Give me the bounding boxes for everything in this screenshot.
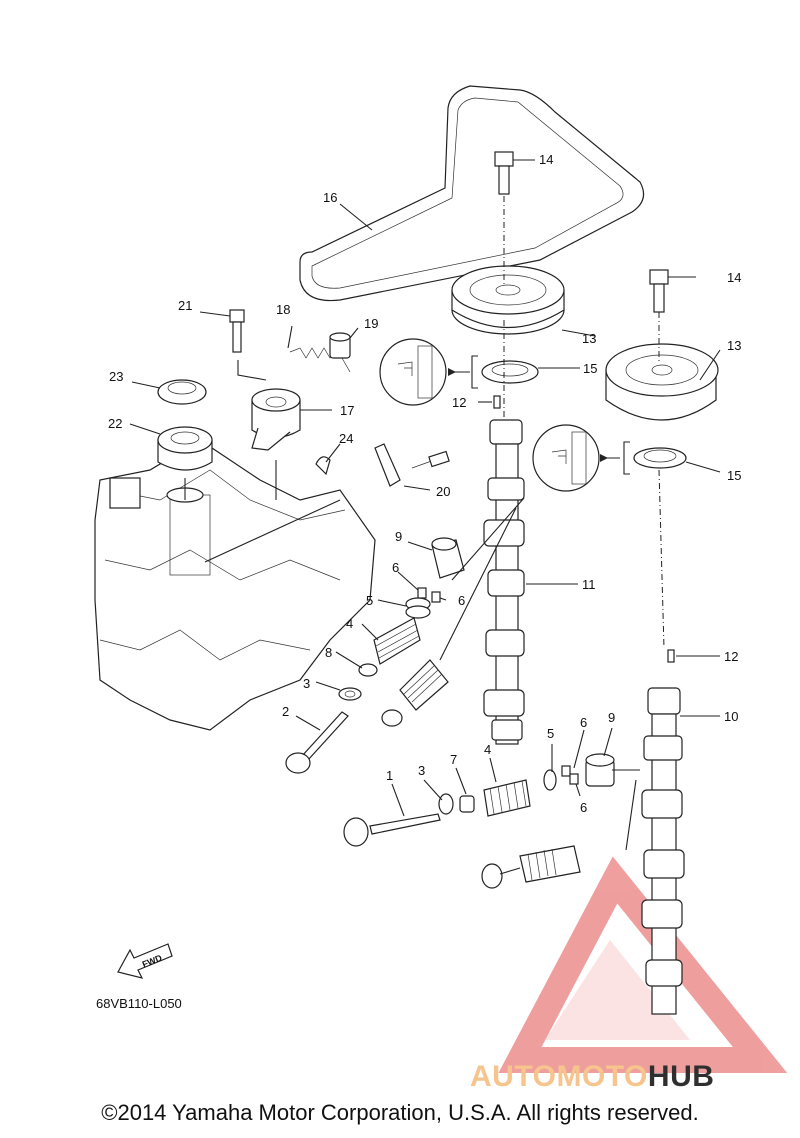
part-14-bolt-right (649, 269, 669, 313)
seal-detail-right (532, 424, 630, 492)
callout-19: 19 (364, 316, 378, 331)
callout-7: 7 (450, 752, 457, 767)
callout-3: 3 (418, 763, 425, 778)
callout-6: 6 (392, 560, 399, 575)
leader-lines (129, 159, 721, 817)
part-13-pulley-right (605, 343, 719, 421)
part-1-valve-lower (343, 813, 441, 847)
callout-18: 18 (276, 302, 290, 317)
fwd-arrow-icon: FWD (117, 943, 173, 979)
valve-assembly-upper (381, 659, 449, 727)
watermark-text-part2: HUB (647, 1060, 715, 1093)
timing-belt (299, 85, 645, 302)
part-10-camshaft-right (641, 687, 685, 1015)
watermark-logo: AUTOMOTOHUB (470, 1060, 714, 1094)
callout-8: 8 (325, 645, 332, 660)
callout-21: 21 (178, 298, 192, 313)
callout-1: 1 (386, 768, 393, 783)
part-12-pin-right (667, 649, 675, 663)
callout-14: 14 (727, 270, 741, 285)
part-19-sleeve (329, 332, 351, 359)
callout-10: 10 (724, 709, 738, 724)
cylinder-head-block (94, 439, 376, 731)
part-23-nut (157, 379, 207, 405)
watermark-triangle (498, 856, 788, 1073)
callout-3: 3 (303, 676, 310, 691)
part-5-retainer-lower (543, 769, 557, 791)
callout-4: 4 (484, 742, 491, 757)
callout-9: 9 (608, 710, 615, 725)
callout-4: 4 (346, 616, 353, 631)
callout-6: 6 (458, 593, 465, 608)
part-3-washer-upper (338, 687, 362, 701)
callout-23: 23 (109, 369, 123, 384)
callout-6: 6 (580, 800, 587, 815)
part-12-pin-left (493, 395, 501, 409)
part-4-spring-lower (483, 779, 531, 817)
callout-12: 12 (724, 649, 738, 664)
callout-13: 13 (582, 331, 596, 346)
callout-24: 24 (339, 431, 353, 446)
part-22-gear (157, 426, 213, 471)
part-7-guide (459, 795, 475, 813)
callout-15: 15 (583, 361, 597, 376)
center-lines (184, 196, 665, 851)
part-17-tensioner (251, 388, 301, 451)
valve-assembly-lower (481, 845, 581, 889)
callout-17: 17 (340, 403, 354, 418)
callout-15: 15 (727, 468, 741, 483)
part-5-retainer-upper (405, 597, 431, 619)
part-6-cotter-lower (561, 765, 579, 785)
callout-20: 20 (436, 484, 450, 499)
part-9-lifter-upper (431, 537, 465, 579)
part-13-pulley-left (451, 265, 565, 335)
callout-9: 9 (395, 529, 402, 544)
callout-2: 2 (282, 704, 289, 719)
part-15-seal-right (633, 447, 687, 469)
copyright-footer: ©2014 Yamaha Motor Corporation, U.S.A. A… (101, 1100, 699, 1125)
part-11-camshaft-left (483, 419, 525, 745)
diagram-reference-code: 68VB110-L050 (96, 996, 182, 1011)
callout-5: 5 (547, 726, 554, 741)
callout-numbers: 14 14 16 13 13 15 15 12 12 11 10 21 18 1… (108, 152, 741, 815)
part-9-lifter-lower (585, 753, 615, 787)
callout-11: 11 (582, 577, 596, 592)
part-14-bolt-left (494, 151, 514, 195)
callout-14: 14 (539, 152, 553, 167)
part-15-seal-left (481, 360, 539, 384)
callout-5: 5 (366, 593, 373, 608)
watermark-text-part1: AUTOMOTO (470, 1060, 648, 1093)
part-21-bolt (229, 309, 245, 353)
callout-6: 6 (580, 715, 587, 730)
callout-22: 22 (108, 416, 122, 431)
part-3-washer-lower (438, 793, 454, 815)
part-20-lever (374, 443, 450, 487)
callout-12: 12 (452, 395, 466, 410)
seal-detail-left (379, 338, 478, 406)
callout-16: 16 (323, 190, 337, 205)
part-2-valve-upper (285, 711, 349, 774)
part-4-spring-upper (373, 617, 421, 665)
part-8-seal (358, 663, 378, 677)
callout-13: 13 (727, 338, 741, 353)
